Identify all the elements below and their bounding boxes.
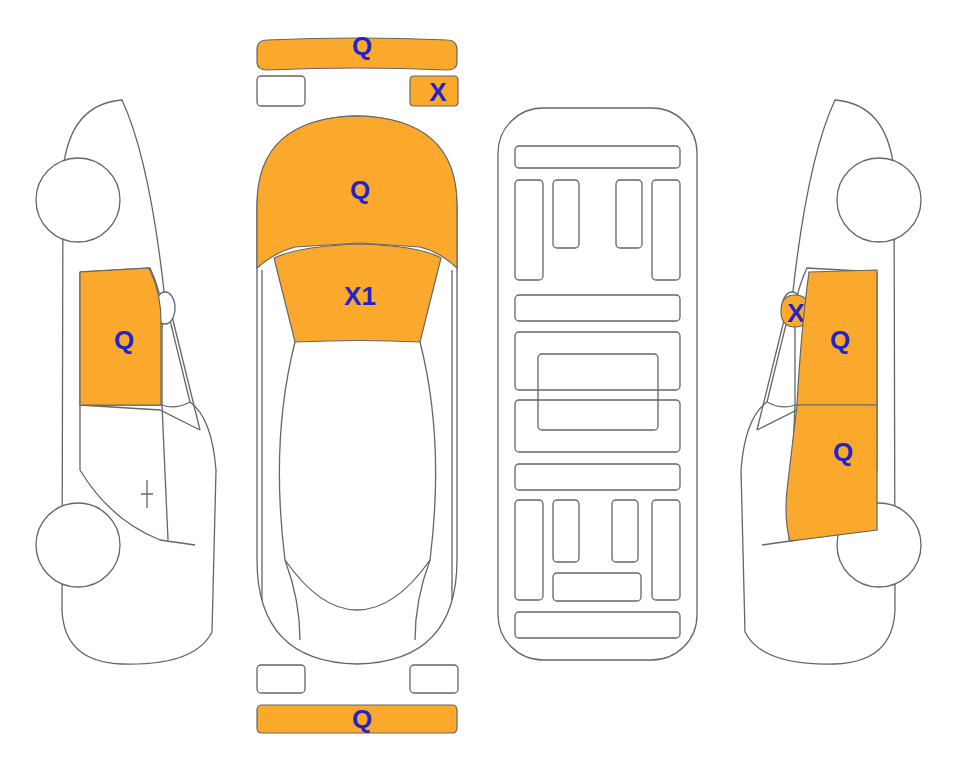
damage-code: Q: [830, 327, 850, 353]
headlight-panel: X: [408, 74, 460, 108]
door-panel: Q: [78, 266, 164, 408]
bumper-panel: Q: [254, 702, 460, 736]
door-panel: Q: [794, 266, 880, 408]
damage-code: Q: [833, 439, 853, 465]
damage-code: X1: [344, 283, 376, 309]
damage-code: Q: [352, 33, 372, 59]
damage-code: Q: [350, 177, 370, 203]
panel-shape: [780, 402, 880, 544]
windshield-panel: X1: [270, 240, 446, 346]
damage-code: X: [787, 300, 804, 326]
damage-code: X: [429, 79, 446, 105]
bumper-panel: Q: [254, 34, 460, 74]
damage-code: Q: [114, 327, 134, 353]
door-panel: Q: [780, 402, 880, 544]
damage-code: Q: [352, 706, 372, 732]
